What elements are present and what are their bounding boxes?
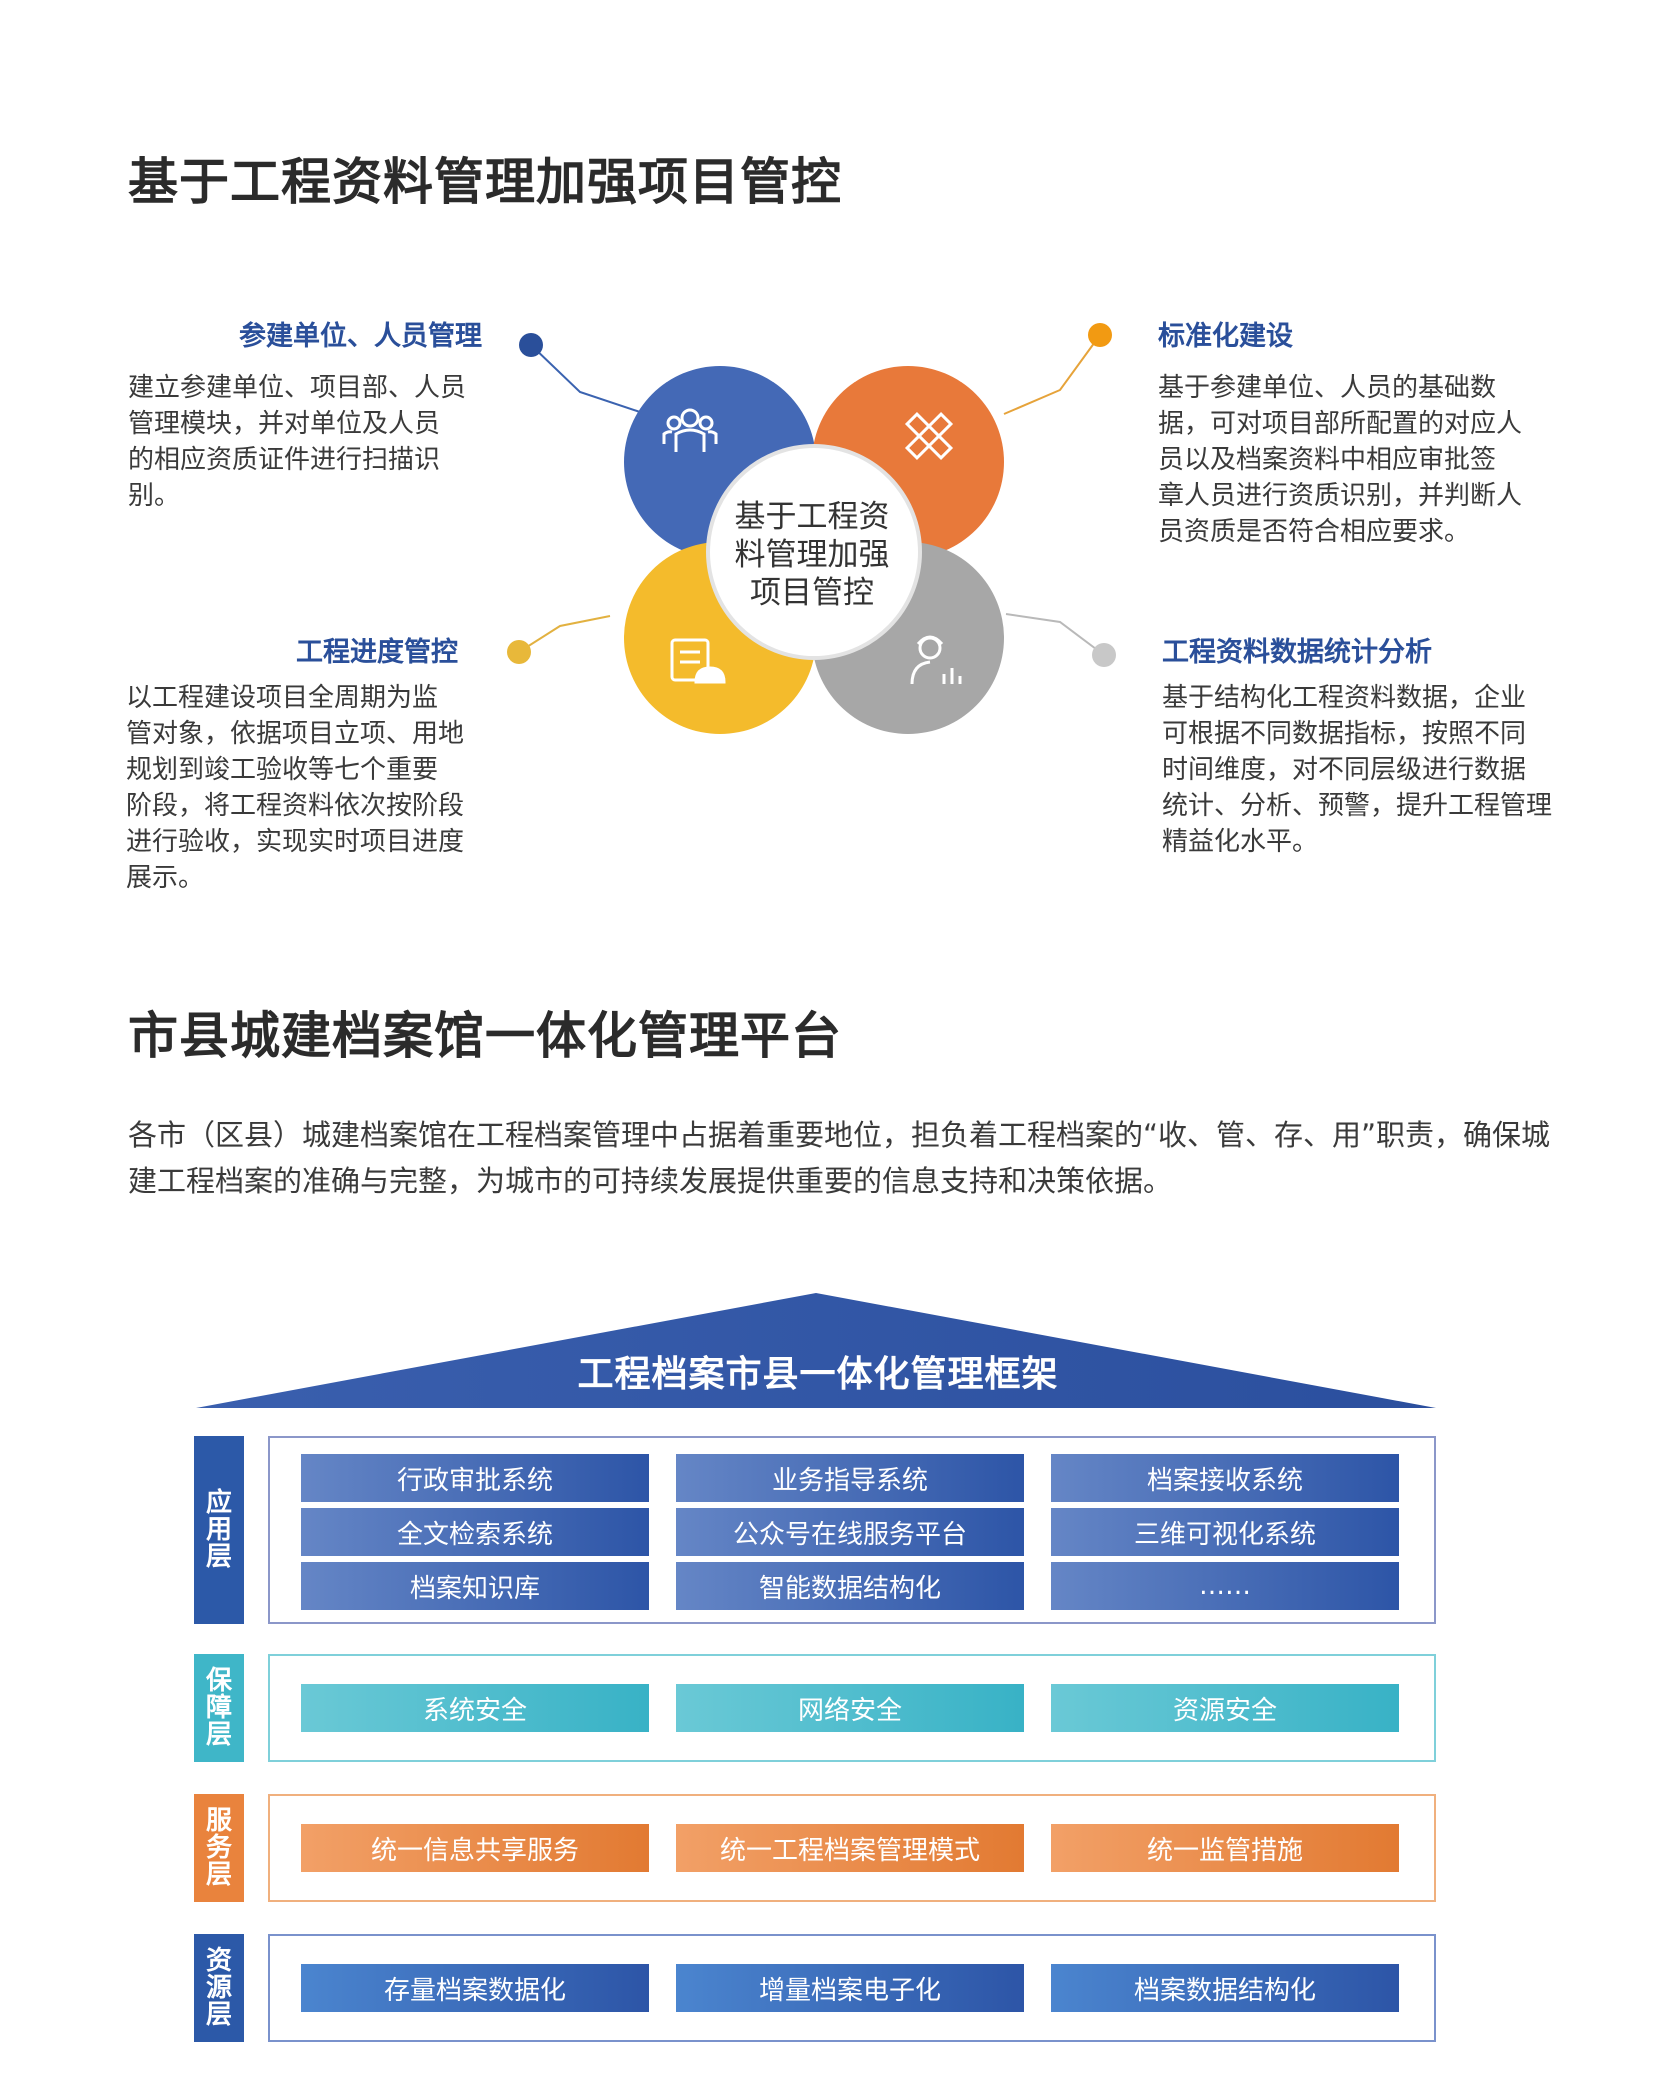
res-cell-3: 档案数据结构化	[1051, 1964, 1399, 2012]
res-cell-1: 存量档案数据化	[301, 1964, 649, 2012]
layer-tag-res: 资 源 层	[194, 1934, 244, 2042]
svc-cell-1: 统一信息共享服务	[301, 1824, 649, 1872]
dot-bl	[507, 640, 531, 664]
center-circle	[706, 444, 922, 660]
layer-tag-svc: 服 务 层	[194, 1794, 244, 1902]
section1-title: 基于工程资料管理加强项目管控	[128, 153, 842, 211]
framework-title: 工程档案市县一体化管理框架	[577, 1354, 1059, 1395]
worker-chart-icon	[910, 635, 962, 685]
document-helmet-icon	[670, 638, 726, 684]
quadrant-tl-body: 建立参建单位、项目部、人员 管理模块，并对单位及人员 的相应资质证件进行扫描识 …	[128, 373, 467, 511]
section2-intro: 各市（区县）城建档案馆在工程档案管理中占据着重要地位，担负着工程档案的“收、管、…	[128, 1118, 1551, 1198]
guard-cell-1: 系统安全	[301, 1684, 649, 1732]
layer-box-guard: 系统安全 网络安全 资源安全	[268, 1654, 1436, 1762]
quadrant-tr-body: 基于参建单位、人员的基础数 据，可对项目部所配置的对应人 员以及档案资料中相应审…	[1158, 373, 1523, 547]
guard-cell-3: 资源安全	[1051, 1684, 1399, 1732]
quadrant-bl-heading: 工程进度管控	[296, 637, 458, 668]
svc-cell-3: 统一监管措施	[1051, 1824, 1399, 1872]
res-cell-2: 增量档案电子化	[676, 1964, 1024, 2012]
quadrant-br-body: 基于结构化工程资料数据，企业 可根据不同数据指标，按照不同 时间维度，对不同层级…	[1162, 683, 1553, 857]
app-cell-1: 行政审批系统	[301, 1454, 649, 1502]
dot-br	[1092, 643, 1116, 667]
app-cell-8: 智能数据结构化	[676, 1562, 1024, 1610]
app-cell-4: 全文检索系统	[301, 1508, 649, 1556]
app-cell-7: 档案知识库	[301, 1562, 649, 1610]
guard-cell-2: 网络安全	[676, 1684, 1024, 1732]
layer-box-svc: 统一信息共享服务 统一工程档案管理模式 统一监管措施	[268, 1794, 1436, 1902]
framework-roof	[196, 1293, 1436, 1408]
connector-tr	[1003, 334, 1101, 415]
people-group-icon	[662, 408, 718, 452]
app-cell-9: ……	[1051, 1562, 1399, 1610]
layer-tag-app: 应 用 层	[194, 1436, 244, 1624]
app-cell-5: 公众号在线服务平台	[676, 1508, 1024, 1556]
svc-cell-2: 统一工程档案管理模式	[676, 1824, 1024, 1872]
dot-tl	[519, 333, 543, 357]
quadrant-bl-body: 以工程建设项目全周期为监 管对象，依据项目立项、用地 规划到竣工验收等七个重要 …	[126, 683, 465, 893]
venn-center-text: 基于工程资 料管理加强 项目管控	[734, 499, 890, 611]
connector-br	[1005, 613, 1105, 656]
layer-box-app: 行政审批系统 业务指导系统 档案接收系统 全文检索系统 公众号在线服务平台 三维…	[268, 1436, 1436, 1624]
connector-bl	[518, 615, 611, 653]
layer-box-res: 存量档案数据化 增量档案电子化 档案数据结构化	[268, 1934, 1436, 2042]
quadrant-br-heading: 工程资料数据统计分析	[1162, 637, 1432, 668]
app-cell-6: 三维可视化系统	[1051, 1508, 1399, 1556]
quadrant-tr-heading: 标准化建设	[1158, 321, 1293, 352]
app-cell-2: 业务指导系统	[676, 1454, 1024, 1502]
quadrant-tl-heading: 参建单位、人员管理	[239, 321, 482, 352]
app-cell-3: 档案接收系统	[1051, 1454, 1399, 1502]
connector-tl	[530, 344, 641, 413]
section2-title: 市县城建档案馆一体化管理平台	[128, 1007, 842, 1065]
dot-tr	[1088, 323, 1112, 347]
ruler-pencil-icon	[904, 411, 954, 461]
layer-tag-guard: 保 障 层	[194, 1654, 244, 1762]
venn-diagram	[507, 323, 1116, 734]
